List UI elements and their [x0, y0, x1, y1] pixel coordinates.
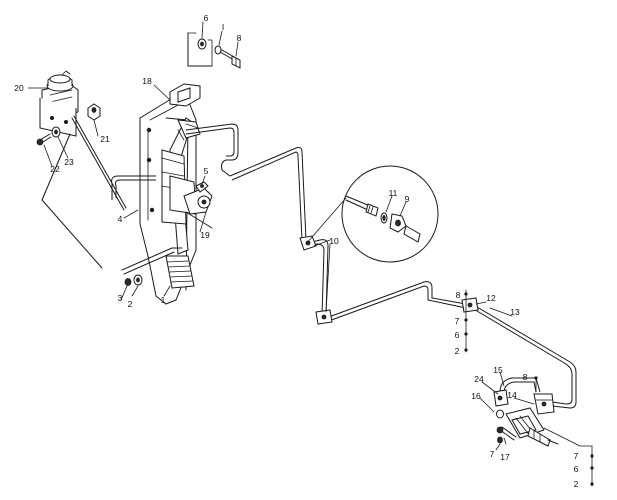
callout-22: 22 [50, 164, 60, 174]
slave-cylinder-bracket-part-14 [533, 393, 555, 415]
hydraulic-pipe-part-13 [471, 303, 577, 409]
nut-part-21 [87, 103, 101, 121]
detail-callout-circle [305, 165, 439, 263]
bolt-part-22 [36, 133, 52, 146]
callout-2a: 2 [455, 346, 460, 356]
pipe-connector-upper [299, 235, 317, 251]
washer-part-23 [51, 126, 61, 138]
washer-part-16 [496, 409, 504, 419]
pedal-stop-bracket [121, 247, 183, 275]
callout-1: 1 [161, 295, 166, 305]
callout-5: 5 [204, 166, 209, 176]
pipe-connector-lower [315, 309, 333, 325]
bolt-part-8 [219, 49, 241, 69]
callout-16: 16 [471, 391, 481, 401]
leader-lines [27, 21, 535, 451]
callout-20: 20 [14, 83, 24, 93]
pedal-pad-part-1 [165, 255, 195, 289]
callout-7a: 7 [455, 316, 460, 326]
hydraulic-pipe-part-10 [185, 123, 467, 323]
callout-12: 12 [486, 293, 496, 303]
callout-14: 14 [507, 390, 517, 400]
callout-6c: 6 [574, 464, 579, 474]
callout-8: 8 [237, 33, 242, 43]
callout-13: 13 [510, 307, 520, 317]
reservoir-hose [71, 117, 125, 211]
fastener-stack-lower [543, 427, 594, 487]
callout-17: 17 [500, 452, 510, 462]
fitting-part-9 [389, 213, 421, 243]
callout-3: 3 [118, 293, 123, 303]
fluid-reservoir-part-20 [39, 70, 79, 137]
seal-ring-part-11 [380, 212, 388, 224]
callout-2: 2 [128, 299, 133, 309]
bolt-part-8-lower [534, 376, 538, 393]
callout-7b: 7 [490, 449, 495, 459]
callout-6: 6 [204, 13, 209, 23]
callout-9: 9 [405, 194, 410, 204]
callout-19: 19 [200, 230, 210, 240]
washer-part-6 [197, 38, 207, 50]
washer-part-2 [133, 274, 143, 286]
callout-10: 10 [329, 236, 339, 246]
callout-8c: 8 [523, 372, 528, 382]
callout-2c: 2 [574, 479, 579, 489]
upper-bracket-assembly [187, 32, 241, 69]
nut-part-3 [124, 278, 132, 286]
callout-15: 15 [493, 365, 503, 375]
callout-18: 18 [142, 76, 152, 86]
slave-cylinder [505, 407, 559, 447]
callout-21: 21 [100, 134, 110, 144]
callout-8b: 8 [456, 290, 461, 300]
master-cylinder-part-19 [161, 149, 213, 229]
callout-24: 24 [474, 374, 484, 384]
callout-I: I [222, 22, 224, 32]
callout-6a: 6 [455, 330, 460, 340]
bolt-part-5 [195, 181, 209, 193]
bolt-part-17 [496, 426, 517, 441]
callout-labels: 6 I 8 18 20 21 22 23 5 4 19 3 2 1 10 11 … [14, 13, 578, 489]
pipe-bracket-part-12 [461, 297, 479, 313]
callout-23: 23 [64, 157, 74, 167]
fastener-stack-upper [464, 289, 468, 353]
nut-part-7-lower [497, 436, 503, 444]
callout-4: 4 [118, 214, 123, 224]
pipe-part-4 [111, 175, 156, 200]
callout-11: 11 [389, 188, 398, 198]
spring-washer-part-I [214, 45, 222, 55]
callout-7c: 7 [574, 451, 579, 461]
